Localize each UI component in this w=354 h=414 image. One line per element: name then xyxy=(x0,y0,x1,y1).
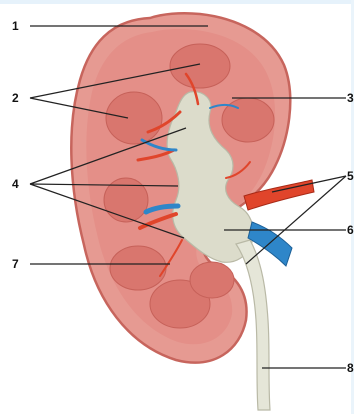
pyramid-right xyxy=(190,262,234,298)
callout-6: 6 xyxy=(347,224,354,236)
callout-7: 7 xyxy=(12,258,19,270)
callout-8: 8 xyxy=(347,362,354,374)
callout-3: 3 xyxy=(347,92,354,104)
pyramid-lower-left xyxy=(110,246,166,290)
callout-2: 2 xyxy=(12,92,19,104)
pyramid-top xyxy=(170,44,230,88)
callout-4: 4 xyxy=(12,178,19,190)
callout-1: 1 xyxy=(12,20,19,32)
callout-5: 5 xyxy=(347,170,354,182)
pyramid-upper-left xyxy=(106,92,162,144)
